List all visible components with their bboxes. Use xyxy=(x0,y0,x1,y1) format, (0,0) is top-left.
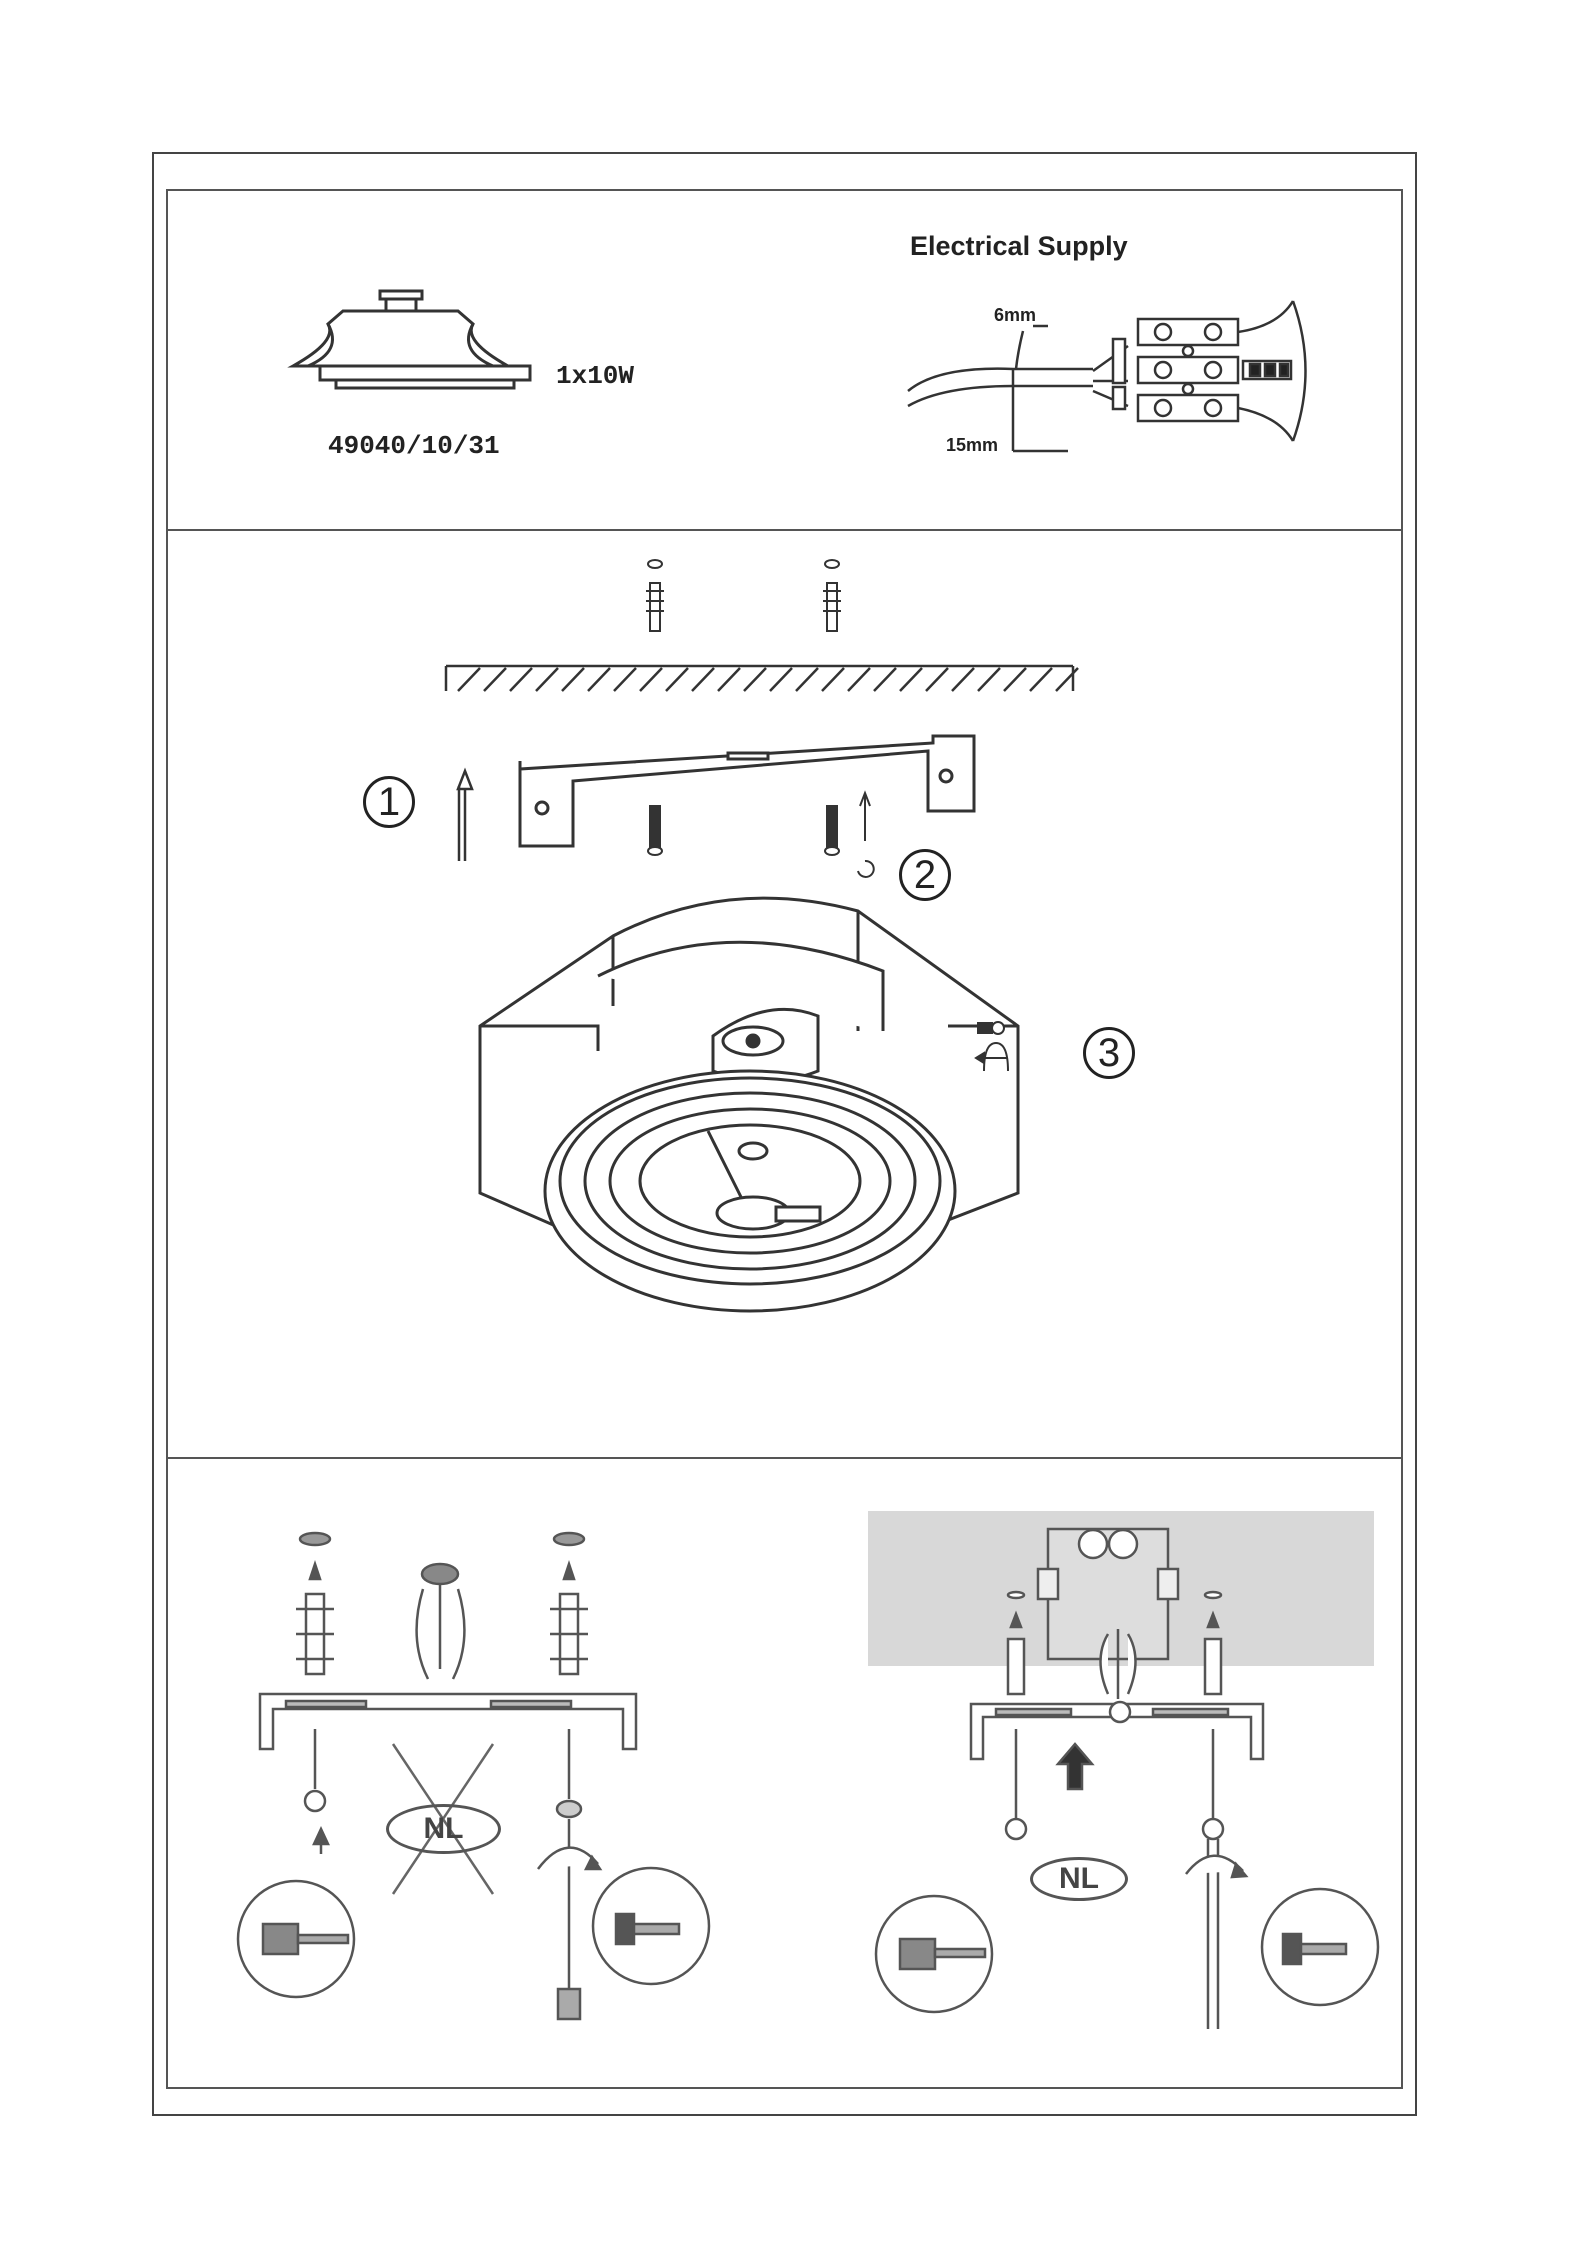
mounting-steps-panel: 1 2 3 xyxy=(168,531,1401,1459)
lamp-icon xyxy=(293,291,530,388)
insulation-length-label: 15mm xyxy=(946,435,998,456)
wattage-label: 1x10W xyxy=(556,361,634,391)
rotate-arrow-icon xyxy=(858,793,874,877)
up-arrow-icon xyxy=(458,771,472,861)
terminal-block-icon xyxy=(1138,301,1306,441)
mounting-drawing xyxy=(168,531,1401,1457)
lamp-and-supply-panel: 1x10W 49040/10/31 Electrical Supply 6mm … xyxy=(168,191,1401,531)
plug-label-crossed: NL xyxy=(386,1804,501,1854)
screw-left-icon xyxy=(648,806,662,855)
luminaire-housing-icon xyxy=(480,898,1018,1311)
step-2-badge: 2 xyxy=(899,849,951,901)
step-3-badge: 3 xyxy=(1083,1027,1135,1079)
strip-length-label: 6mm xyxy=(994,305,1036,326)
wire-strip-diagram xyxy=(908,326,1128,451)
plug-label-correct: NL xyxy=(1030,1857,1128,1901)
wall-plug-right-icon xyxy=(823,560,841,631)
ceiling-hatch xyxy=(446,666,1078,691)
mounting-bracket-icon xyxy=(520,736,974,846)
junction-box-drawing xyxy=(168,1459,1401,2087)
electrical-supply-title: Electrical Supply xyxy=(910,231,1128,262)
lamp-and-wiring-drawing xyxy=(168,191,1401,527)
correct-installation-group xyxy=(868,1511,1378,2029)
wall-plug-left-icon xyxy=(646,560,664,631)
incorrect-installation-group xyxy=(238,1533,709,2019)
screw-right-icon xyxy=(825,806,839,855)
model-number-label: 49040/10/31 xyxy=(328,431,500,461)
step-1-badge: 1 xyxy=(363,776,415,828)
junction-box-panel: NL NL xyxy=(168,1459,1401,2087)
